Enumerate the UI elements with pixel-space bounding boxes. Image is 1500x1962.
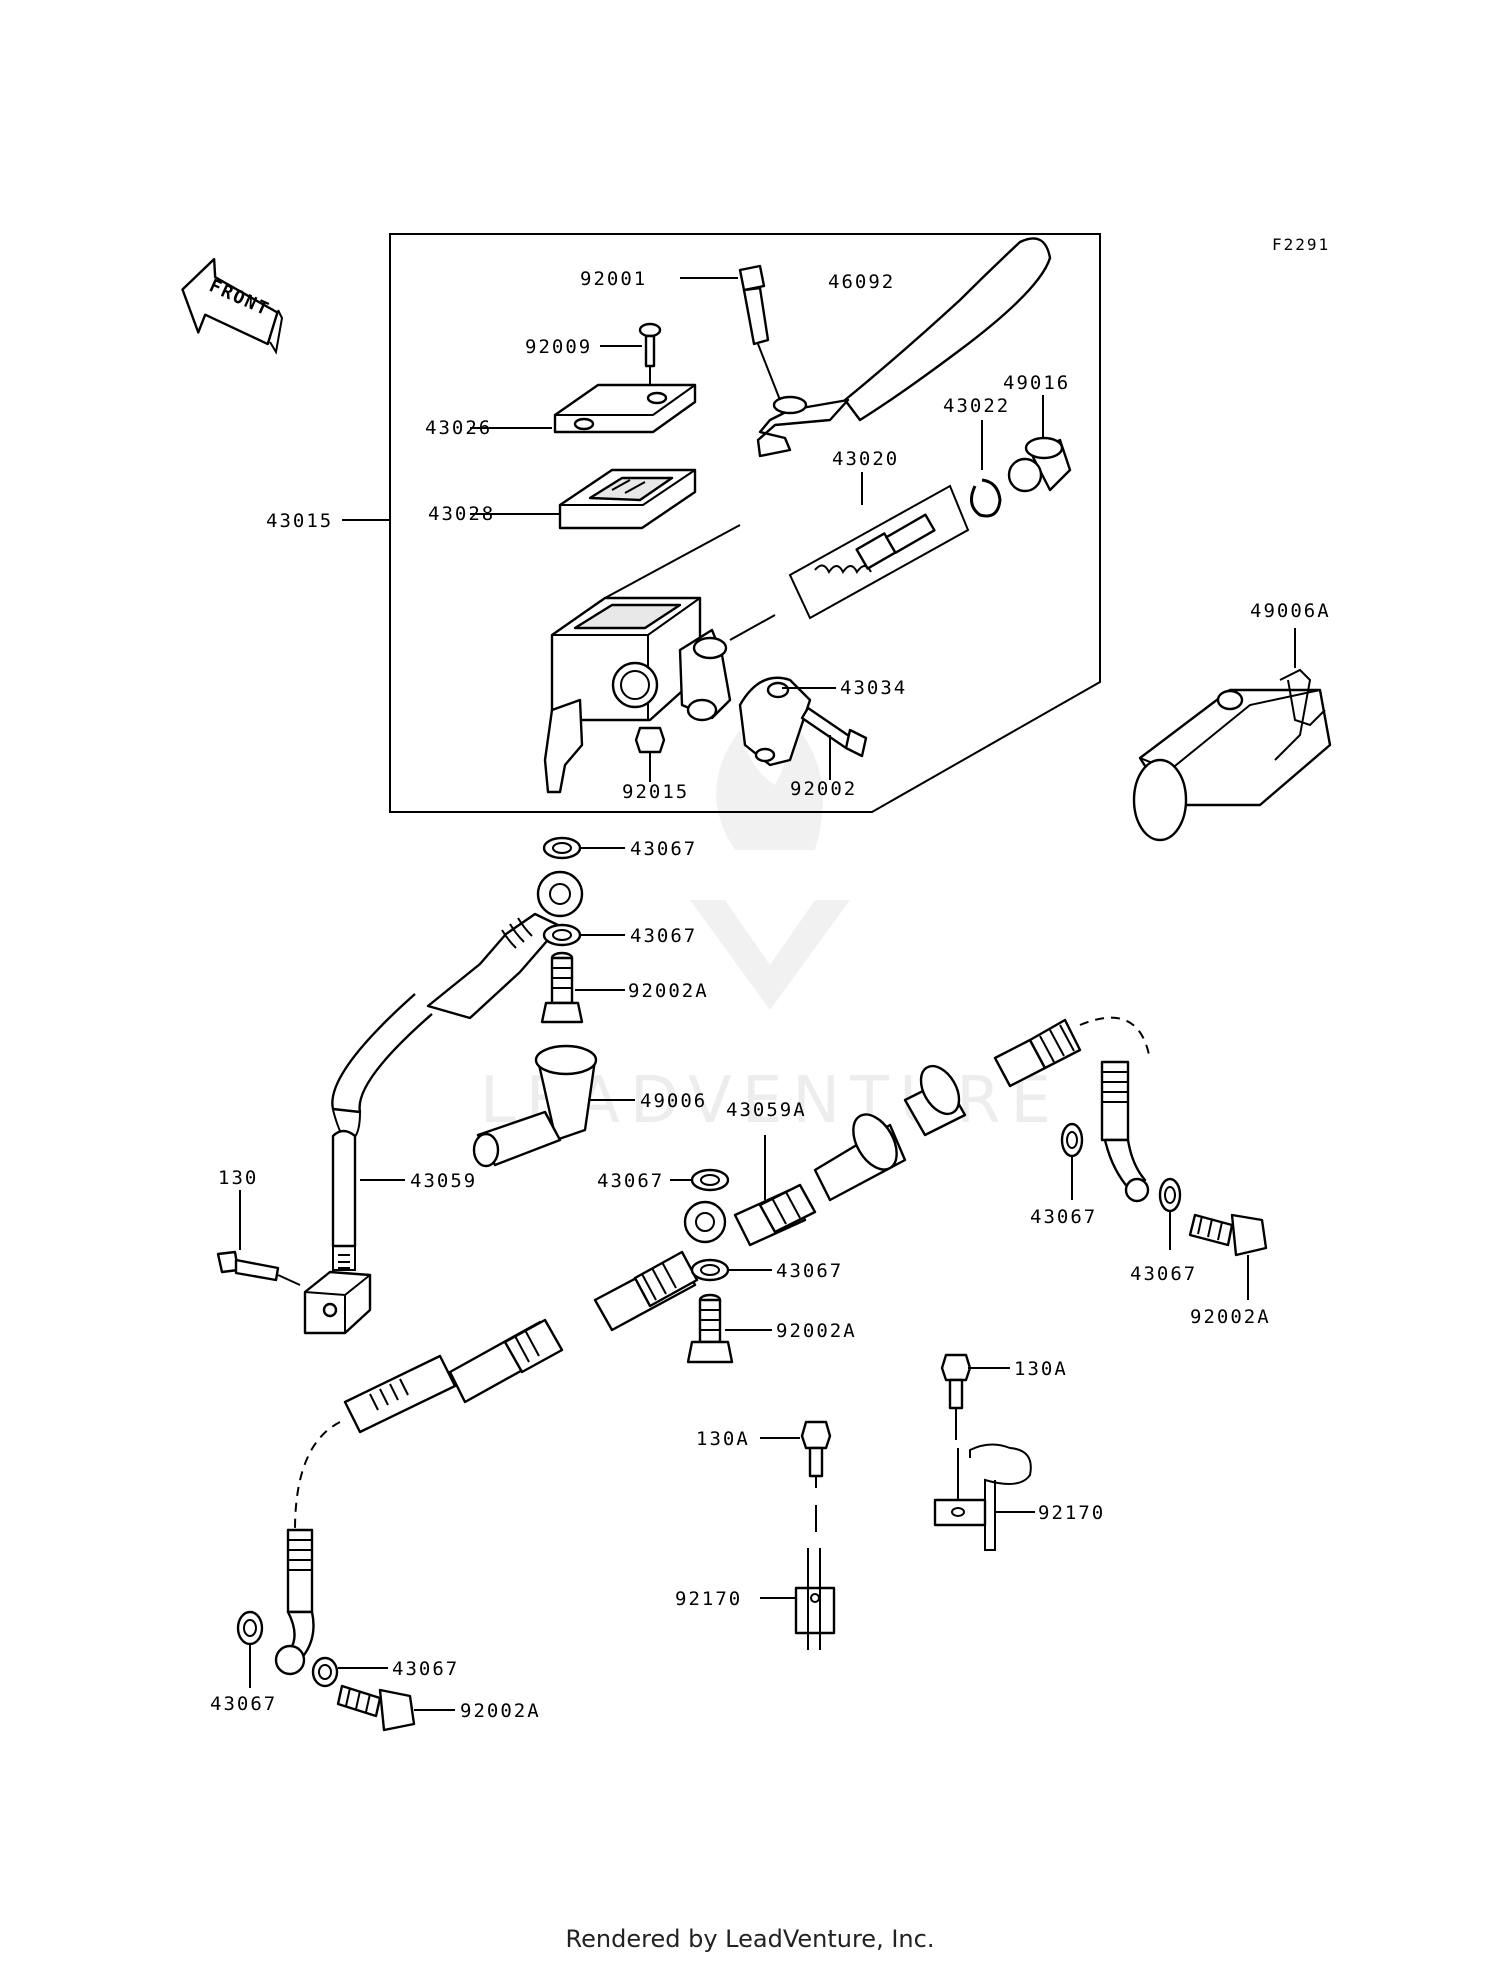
washer-43067-7 xyxy=(236,1610,264,1688)
bolt-130 xyxy=(216,1190,301,1286)
label-43067-5: 43067 xyxy=(1030,1206,1097,1228)
bleeder-92015 xyxy=(634,726,666,782)
cap-49006 xyxy=(472,1044,635,1168)
part-labels: 92001 46092 92009 49016 43022 43026 4302… xyxy=(210,268,1331,1722)
washer-43067-5 xyxy=(1060,1122,1084,1200)
label-43067-2: 43067 xyxy=(630,925,697,947)
lever-46092 xyxy=(756,237,1052,458)
bracket-92170-2 xyxy=(760,1548,836,1650)
label-46092: 46092 xyxy=(828,271,895,293)
label-49016: 49016 xyxy=(1003,372,1070,394)
label-92015: 92015 xyxy=(622,781,689,803)
washer-43067-8 xyxy=(311,1656,388,1688)
label-43026: 43026 xyxy=(425,417,492,439)
diagram-code: F2291 xyxy=(1272,235,1330,254)
front-arrow-icon: FRONT xyxy=(181,257,284,355)
label-92002A-1: 92002A xyxy=(628,980,709,1002)
washer-43067-6 xyxy=(1158,1177,1182,1250)
bolt-130A-2 xyxy=(760,1420,832,1532)
label-49006A: 49006A xyxy=(1250,600,1331,622)
bolt-130A-1 xyxy=(940,1353,1010,1440)
washer-43067-2 xyxy=(542,923,625,947)
label-43015: 43015 xyxy=(266,510,333,532)
master-cylinder-body xyxy=(543,524,776,794)
label-130: 130 xyxy=(218,1167,258,1189)
circlip-43022 xyxy=(969,420,1002,518)
label-49006: 49006 xyxy=(640,1090,707,1112)
banjo-bolt-92002A-1 xyxy=(540,951,625,1024)
label-92002A-2: 92002A xyxy=(776,1320,857,1342)
label-43028: 43028 xyxy=(428,503,495,525)
label-43034: 43034 xyxy=(840,677,907,699)
label-92170-2: 92170 xyxy=(675,1588,742,1610)
label-130A-1: 130A xyxy=(1014,1358,1068,1380)
label-92002: 92002 xyxy=(790,778,857,800)
banjo-bolt-92002A-3 xyxy=(1188,1213,1268,1300)
footer-credit: Rendered by LeadVenture, Inc. xyxy=(565,1925,935,1953)
label-43020: 43020 xyxy=(832,448,899,470)
label-92001: 92001 xyxy=(580,268,647,290)
switch-49006A xyxy=(1132,628,1332,842)
boot-49016 xyxy=(1007,395,1072,493)
piston-kit-43020 xyxy=(788,472,970,620)
clamp-43034 xyxy=(738,676,812,767)
bolt-92002 xyxy=(800,706,868,780)
label-43022: 43022 xyxy=(943,395,1010,417)
label-43059: 43059 xyxy=(410,1170,477,1192)
label-43059A: 43059A xyxy=(726,1099,807,1121)
label-43067-1: 43067 xyxy=(630,838,697,860)
label-92002A-3: 92002A xyxy=(1190,1306,1271,1328)
washer-43067-4 xyxy=(690,1258,772,1282)
hose-43059 xyxy=(303,870,584,1335)
washer-43067-3 xyxy=(670,1168,730,1192)
washer-43067-1 xyxy=(542,836,625,860)
bracket-92170-1 xyxy=(933,1443,1035,1551)
label-43067-4: 43067 xyxy=(776,1260,843,1282)
banjo-bolt-92002A-4 xyxy=(336,1684,455,1732)
hose-43059A xyxy=(274,1016,1151,1676)
banjo-bolt-92002A-2 xyxy=(686,1293,772,1364)
label-92009: 92009 xyxy=(525,336,592,358)
label-130A-2: 130A xyxy=(696,1428,750,1450)
label-92170-1: 92170 xyxy=(1038,1502,1105,1524)
label-43067-6: 43067 xyxy=(1130,1263,1197,1285)
label-43067-8: 43067 xyxy=(392,1658,459,1680)
label-43067-7: 43067 xyxy=(210,1693,277,1715)
diaphragm-43028 xyxy=(558,468,697,530)
assembly-43015-outline xyxy=(389,233,1101,813)
reservoir-cap-43026 xyxy=(553,383,697,434)
bolt-92001 xyxy=(738,264,781,401)
screw-92009 xyxy=(638,322,662,392)
leader-lines xyxy=(342,277,836,689)
label-43067-3: 43067 xyxy=(597,1170,664,1192)
label-92002A-4: 92002A xyxy=(460,1700,541,1722)
